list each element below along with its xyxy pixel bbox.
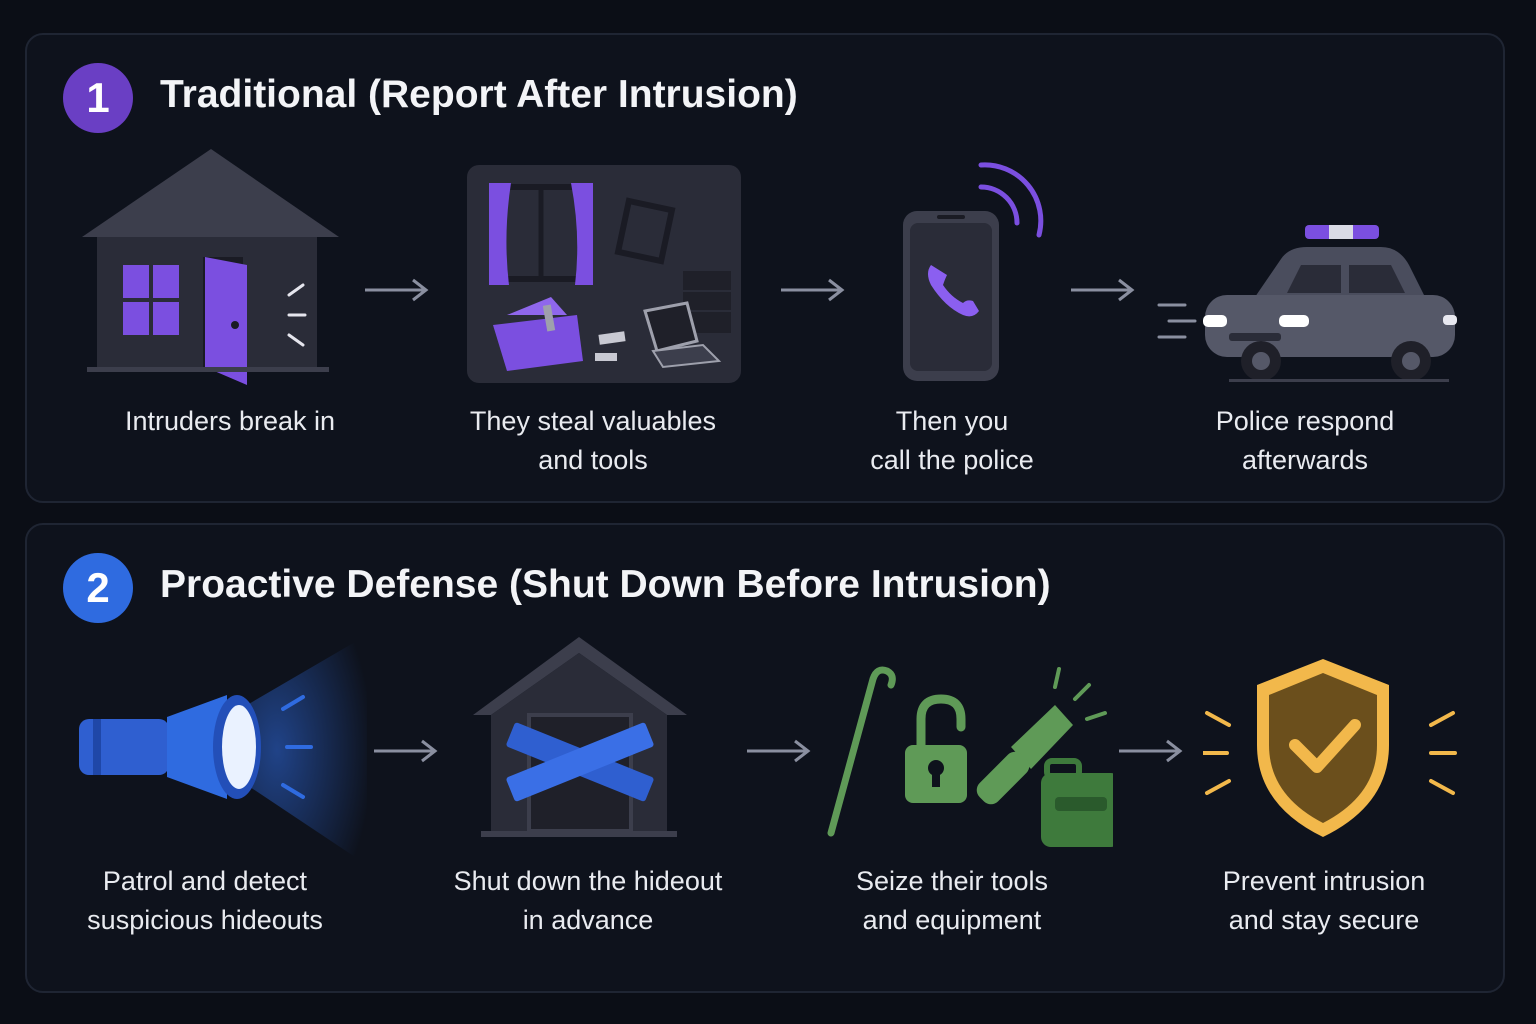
seized-tools-icon: [827, 666, 1113, 847]
traditional-panel: 1 Traditional (Report After Intrusion): [25, 33, 1505, 503]
proactive-panel: 2 Proactive Defense (Shut Down Before In…: [25, 523, 1505, 993]
step-number-badge: 1: [63, 63, 133, 133]
step-label: Patrol and detect suspicious hideouts: [87, 866, 323, 935]
flow-arrow: [781, 278, 845, 302]
boarded-hideout-icon: [473, 637, 687, 837]
flashlight-icon: [79, 635, 367, 865]
step-label: Then you call the police: [870, 406, 1034, 475]
ransacked-room-icon: [467, 165, 741, 383]
flow-arrow: [747, 739, 811, 763]
step-label: Police respond afterwards: [1215, 406, 1395, 475]
police-car-icon: [1157, 225, 1457, 382]
flow-arrow: [1071, 278, 1135, 302]
phone-call-icon: [903, 162, 1044, 381]
step-label: Seize their tools and equipment: [855, 866, 1049, 935]
step-label: Shut down the hideout in advance: [453, 866, 723, 935]
step-label: Prevent intrusion and stay secure: [1222, 866, 1426, 935]
flow-arrow: [374, 739, 438, 763]
house-break-in-icon: [82, 149, 339, 385]
panel-title: Proactive Defense (Shut Down Before Intr…: [160, 563, 1051, 606]
flow-arrow: [1119, 739, 1183, 763]
step-label: Intruders break in: [124, 406, 336, 436]
step-number-badge: 2: [63, 553, 133, 623]
panel-title: Traditional (Report After Intrusion): [160, 73, 798, 116]
flow-arrow: [365, 278, 429, 302]
shield-check-icon: [1203, 659, 1457, 837]
step-label: They steal valuables and tools: [469, 406, 717, 475]
